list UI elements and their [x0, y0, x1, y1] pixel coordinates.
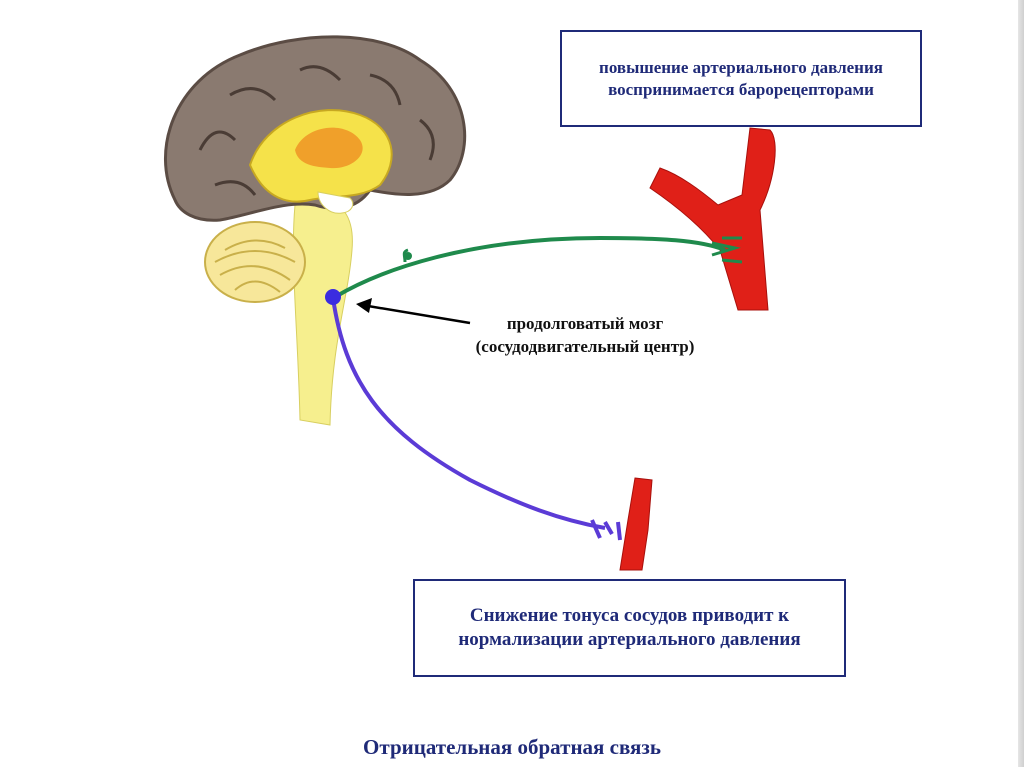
sensory-nerve	[335, 238, 742, 297]
upper-artery	[650, 128, 775, 310]
lower-artery	[620, 478, 652, 570]
baroreceptor-text-box: повышение артериального давления восприн…	[560, 30, 922, 127]
baroreceptor-text: повышение артериального давления восприн…	[582, 57, 900, 100]
medulla-label: продолговатый мозг (сосудодвигательный ц…	[415, 313, 755, 359]
brainstem	[293, 200, 352, 425]
vascular-tone-text: Снижение тонуса сосудов приводит к норма…	[435, 604, 824, 652]
medulla-label-line2: (сосудодвигательный центр)	[415, 336, 755, 359]
cerebellum	[205, 222, 305, 302]
brain-cortex	[165, 37, 464, 220]
vascular-tone-text-box: Снижение тонуса сосудов приводит к норма…	[413, 579, 846, 677]
slide-caption: Отрицательная обратная связь	[0, 735, 1024, 760]
medulla-label-line1: продолговатый мозг	[415, 313, 755, 336]
